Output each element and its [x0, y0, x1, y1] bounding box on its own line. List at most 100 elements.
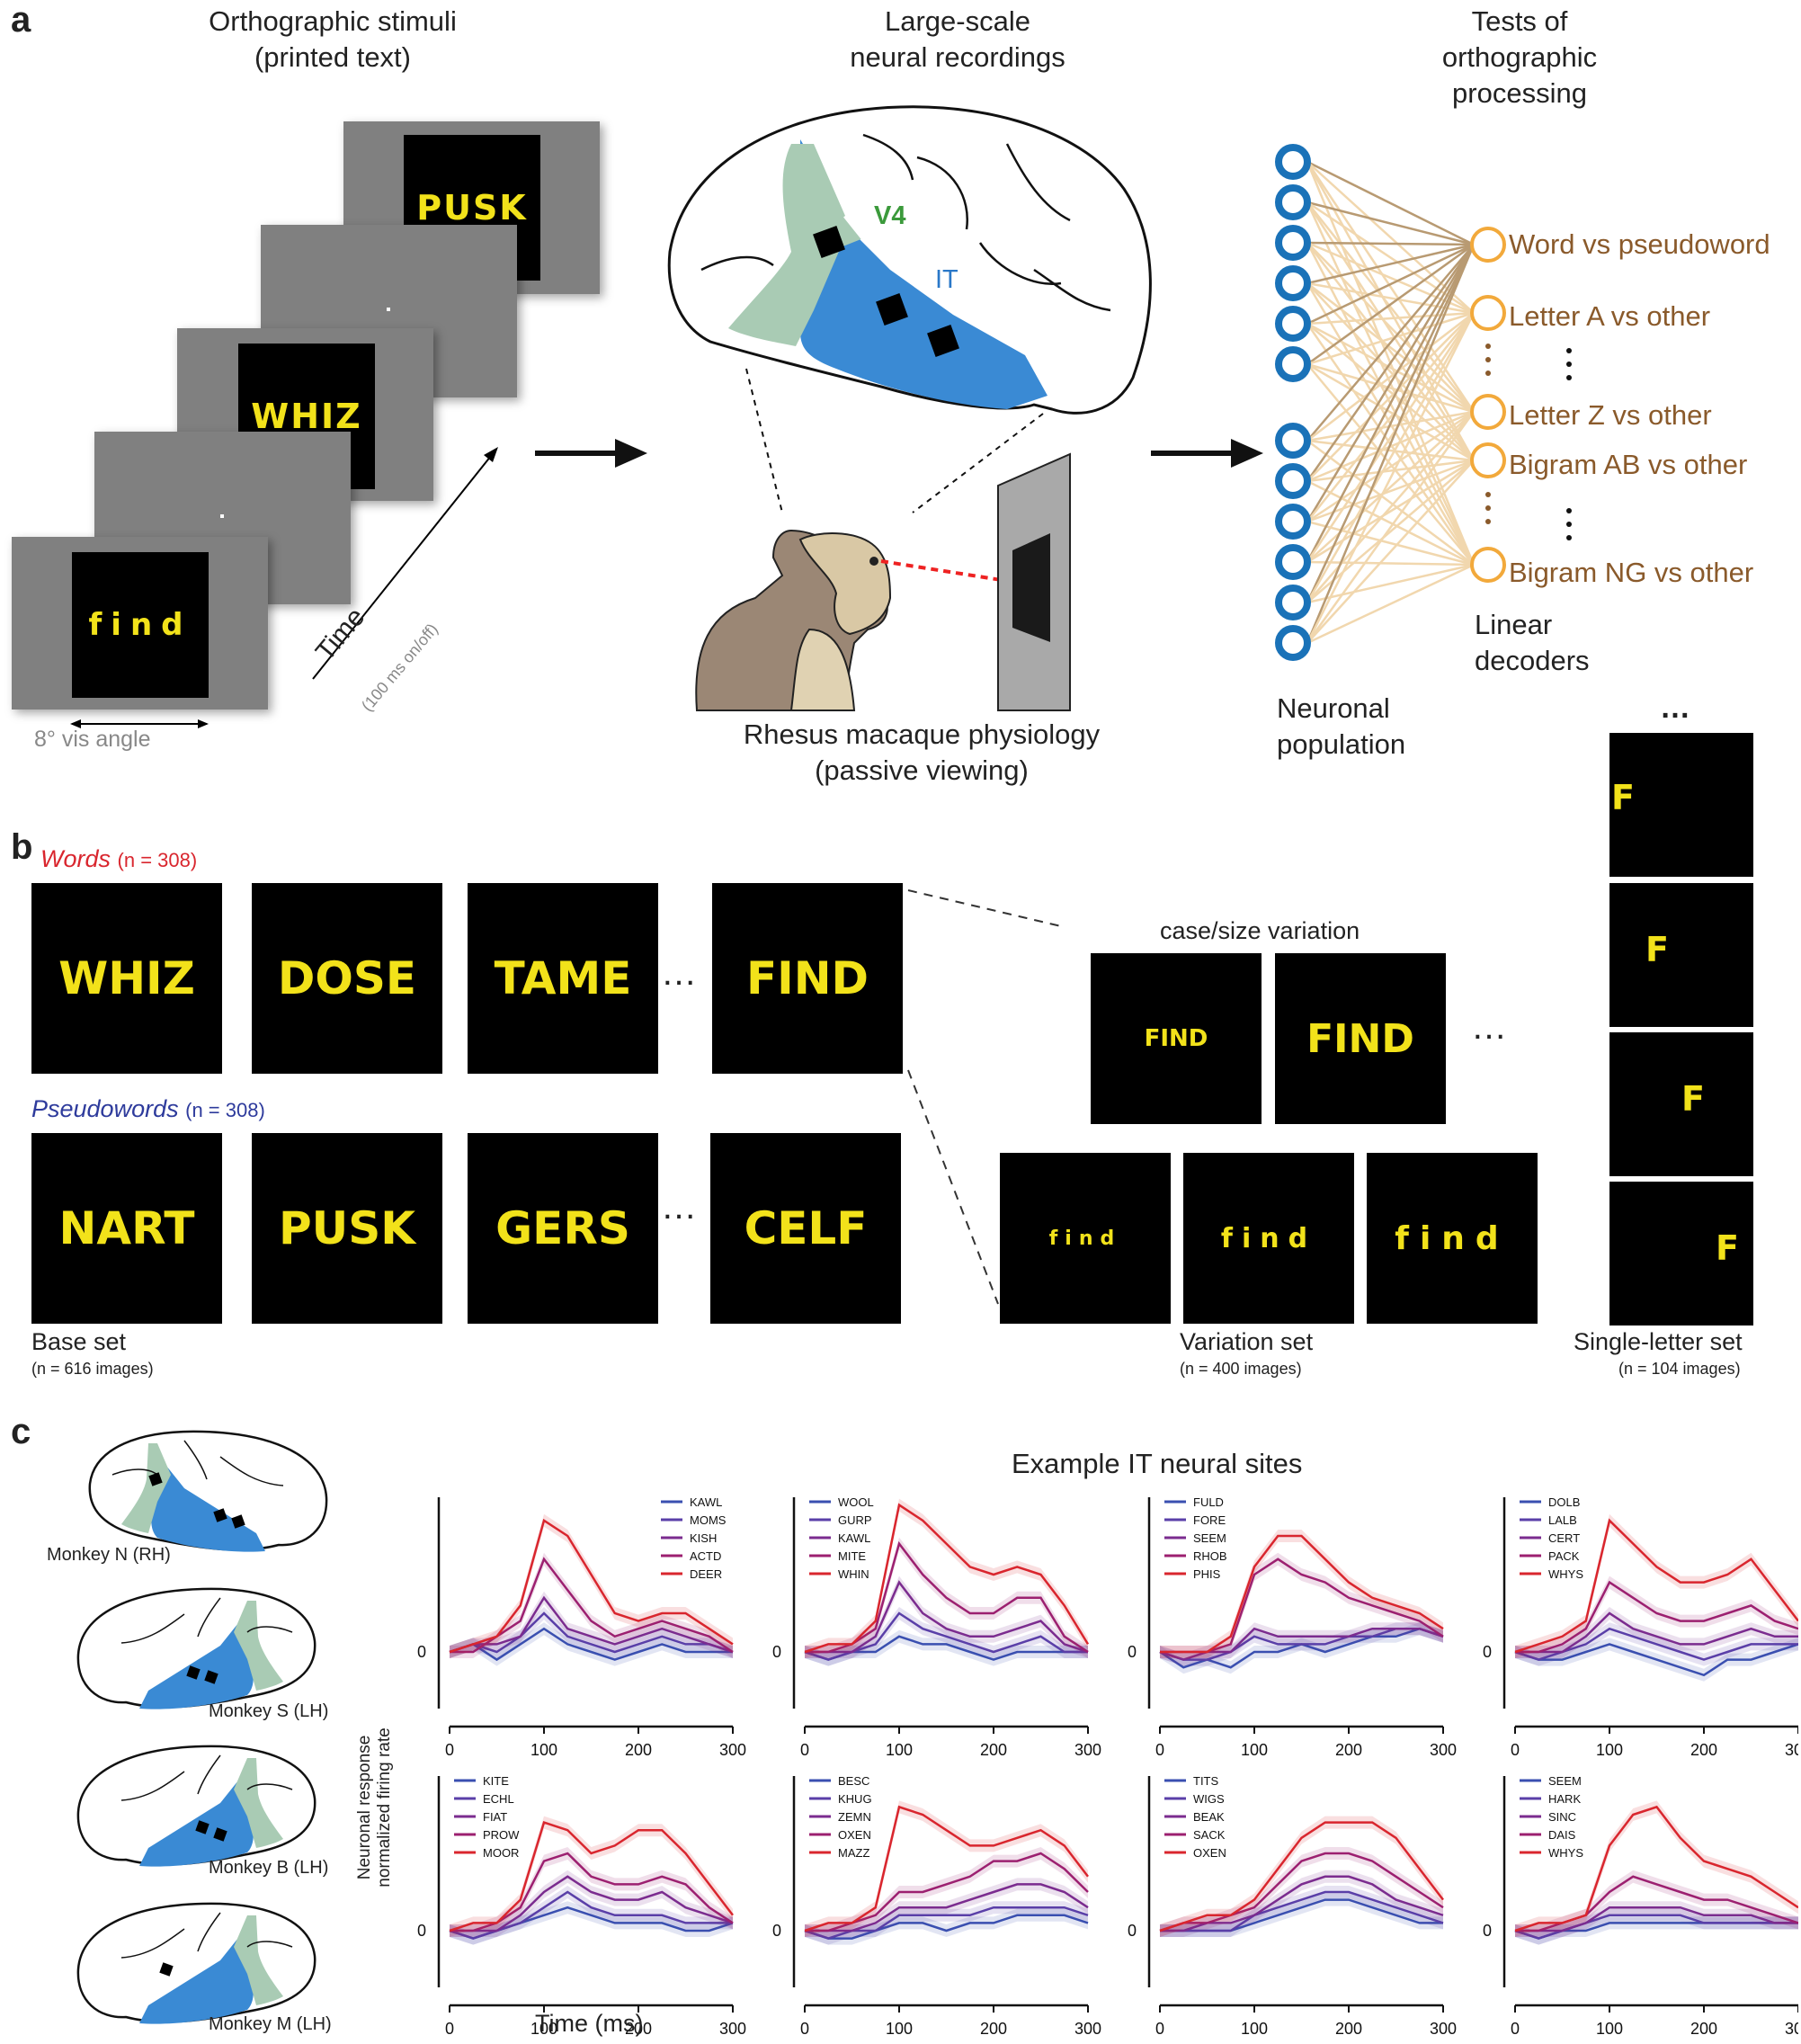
legend-label: PROW: [483, 1828, 520, 1842]
legend-label: PACK: [1548, 1549, 1580, 1563]
words-ellipsis: …: [661, 953, 697, 993]
x-tick-label: 300: [1074, 2020, 1101, 2038]
decoder-ellipsis-dot: [1485, 519, 1491, 524]
tests-title-line3: processing: [1452, 77, 1587, 109]
monkey-label-3: Monkey B (LH): [209, 1858, 329, 1878]
x-tick-label: 100: [1596, 2020, 1623, 2038]
legend-label: DEER: [690, 1567, 722, 1581]
series-band-wigs: [1160, 1886, 1443, 1937]
connection-line: [1306, 244, 1476, 603]
word-image-1: WHIZ: [31, 883, 222, 1074]
neuron-node-1: [1275, 144, 1311, 180]
series-line-zemn: [805, 1883, 1089, 1932]
connection-line: [1306, 244, 1475, 442]
single-letter-set-n: (n = 104 images): [1618, 1360, 1741, 1378]
monkey-brain-3: [76, 1745, 317, 1867]
stimuli-title-line1: Orthographic stimuli: [209, 5, 457, 37]
legend-label: FIAT: [483, 1810, 507, 1824]
series-band-fiat: [450, 1870, 733, 1937]
variation-set-n: (n = 400 images): [1180, 1360, 1302, 1378]
word-image-4: FIND: [712, 883, 903, 1074]
y-tick-label: 0: [772, 1922, 781, 1940]
x-axis-label: Time (ms): [535, 2010, 644, 2037]
legend-label: CERT: [1548, 1531, 1580, 1545]
monkey-brains: [76, 1430, 328, 2024]
decoder-label-4: Bigram AB vs other: [1509, 449, 1748, 480]
connection-line: [1306, 243, 1475, 326]
single-letter-text-2: F: [1645, 930, 1669, 969]
series-band-besc: [805, 1908, 1088, 1945]
connection-line: [1306, 244, 1476, 482]
connection-line: [1306, 520, 1475, 567]
legend-label: KAWL: [838, 1531, 870, 1545]
decoder-label-5: Bigram NG vs other: [1509, 557, 1754, 588]
connection-line: [1306, 312, 1476, 644]
series-line-mazz: [804, 1805, 1089, 1932]
decoder-label-3: Letter Z vs other: [1509, 399, 1712, 431]
monkey-label-1: Monkey N (RH): [47, 1545, 171, 1565]
connection-line: [1306, 243, 1475, 285]
label-ellipsis-dot: [1566, 508, 1572, 513]
array-marker: [148, 1472, 163, 1486]
neuron-node-3: [1275, 225, 1311, 261]
monkey-brain-4: [76, 1902, 317, 2024]
x-tick-label: 300: [719, 1741, 746, 1759]
connection-line: [1306, 479, 1475, 567]
x-tick-label: 200: [1690, 2020, 1717, 2038]
connection-line: [1306, 201, 1475, 413]
series-band-seem: [1160, 1622, 1443, 1666]
label-ellipsis-dot: [1566, 348, 1572, 353]
variation-lower-3: find: [1367, 1153, 1538, 1324]
legend-label: GURP: [838, 1513, 872, 1527]
v4-label: V4: [874, 201, 906, 230]
linear-decoders-line1: Linear: [1475, 609, 1553, 640]
variation-lower-2: find: [1183, 1153, 1354, 1324]
series-band-moms: [450, 1607, 733, 1658]
series-line-whys: [1514, 1805, 1798, 1932]
pseudo-ellipsis: …: [661, 1187, 697, 1227]
decoder-node-1: [1470, 227, 1506, 263]
legend-label: TITS: [1193, 1774, 1218, 1788]
y-tick-label: 0: [1128, 1922, 1137, 1940]
legend-label: MOOR: [483, 1846, 519, 1860]
legend-label: FULD: [1193, 1495, 1224, 1509]
single-letter-image-2: F: [1609, 883, 1753, 1027]
label-ellipsis-dot: [1566, 522, 1572, 527]
legend-label: DAIS: [1548, 1828, 1576, 1842]
connection-line: [1306, 201, 1475, 246]
decoder-label-2: Letter A vs other: [1509, 300, 1711, 332]
variation-lower-1: find: [1000, 1153, 1171, 1324]
pseudoword-text-3: GERS: [495, 1202, 630, 1254]
series-line-sack: [1159, 1852, 1444, 1932]
legend-label: WOOL: [838, 1495, 874, 1509]
pseudo-n: (n = 308): [185, 1099, 265, 1121]
series-line-pack: [1515, 1580, 1798, 1654]
brain-lateral-view: [667, 105, 1152, 415]
series-line-oxen: [1159, 1821, 1444, 1932]
v4-region: [728, 144, 863, 346]
vis-angle-label: 8° vis angle: [34, 727, 151, 752]
panel-a-graphics: [70, 105, 1263, 728]
variation-upper-2: FIND: [1275, 953, 1446, 1124]
legend-label: ACTD: [690, 1549, 721, 1563]
connection-line: [1306, 411, 1475, 603]
linear-decoders-line2: decoders: [1475, 645, 1590, 676]
series-line-phis: [1160, 1534, 1444, 1654]
array-marker-3: [927, 325, 959, 357]
neuron-node-6: [1275, 346, 1311, 382]
neuron-node-7: [1275, 423, 1311, 459]
legend-label: DOLB: [1548, 1495, 1580, 1509]
x-tick-label: 100: [886, 1741, 913, 1759]
connection-line: [1306, 281, 1475, 315]
series-band-khug: [805, 1901, 1088, 1945]
x-tick-label: 200: [1335, 2020, 1362, 2038]
neuron-node-2: [1275, 184, 1311, 220]
series-line-kawl: [805, 1580, 1089, 1654]
stimulus-word-2: WHIZ: [251, 397, 362, 436]
words-title: Words: [40, 845, 111, 872]
connection-line: [1306, 363, 1475, 566]
x-tick-label: 200: [1690, 1741, 1717, 1759]
